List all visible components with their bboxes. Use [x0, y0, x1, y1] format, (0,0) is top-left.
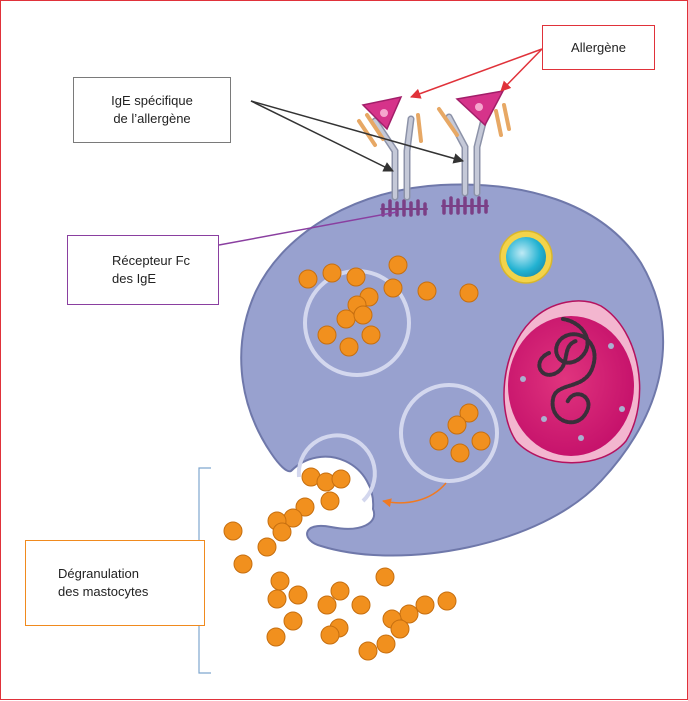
- ige-antibody-left: [357, 95, 423, 201]
- granule: [330, 581, 350, 601]
- granule: [375, 567, 395, 587]
- granule: [322, 263, 342, 283]
- label-ige-line2: de l’allergène: [113, 111, 191, 126]
- granule: [272, 522, 292, 542]
- granule: [320, 491, 340, 511]
- arrow-allergene-right: [500, 48, 543, 92]
- label-ige-specifique: IgE spécifique de l’allergène: [73, 77, 231, 143]
- line-recepteur: [218, 211, 398, 246]
- granule: [388, 255, 408, 275]
- granules: [223, 255, 491, 661]
- granule: [320, 625, 340, 645]
- granule: [358, 641, 378, 661]
- arrow-ige-left: [250, 100, 394, 172]
- ige-antibody-right: [437, 89, 511, 197]
- granule: [257, 537, 277, 557]
- label-recepteur-fc: Récepteur Fc des IgE: [67, 235, 219, 305]
- label-degranulation-line2: des mastocytes: [58, 584, 149, 599]
- granule: [298, 269, 318, 289]
- granule: [331, 469, 351, 489]
- granule: [266, 627, 286, 647]
- fc-receptor-right: [441, 196, 489, 215]
- label-degranulation: Dégranulation des mastocytes: [25, 540, 205, 626]
- granule: [417, 281, 437, 301]
- granule: [270, 571, 290, 591]
- granule: [450, 443, 470, 463]
- granule: [339, 337, 359, 357]
- granule: [223, 521, 243, 541]
- granule: [288, 585, 308, 605]
- granule: [429, 431, 449, 451]
- label-allergene-text: Allergène: [571, 39, 626, 55]
- granule: [437, 591, 457, 611]
- chromatin: [537, 317, 597, 425]
- granule: [351, 595, 371, 615]
- label-recepteur-line1: Récepteur Fc: [112, 253, 191, 268]
- label-allergene: Allergène: [542, 25, 655, 70]
- granule: [233, 554, 253, 574]
- granule: [390, 619, 410, 639]
- granule: [459, 283, 479, 303]
- granule: [361, 325, 381, 345]
- granule: [383, 278, 403, 298]
- label-recepteur-line2: des IgE: [112, 271, 157, 286]
- granule: [376, 634, 396, 654]
- granule: [267, 589, 287, 609]
- label-degranulation-line1: Dégranulation: [58, 566, 139, 581]
- arrow-allergene-left: [410, 48, 543, 99]
- granule: [447, 415, 467, 435]
- fc-receptor-left: [380, 199, 428, 217]
- granule: [295, 497, 315, 517]
- fusing-vesicle: [296, 433, 377, 503]
- granule: [415, 595, 435, 615]
- granule: [317, 325, 337, 345]
- arrow-ige-right: [250, 100, 465, 164]
- granule: [317, 595, 337, 615]
- granule: [346, 267, 366, 287]
- granule: [336, 309, 356, 329]
- granule: [353, 305, 373, 325]
- granule: [459, 403, 479, 423]
- granule: [283, 611, 303, 631]
- vacuole-core: [506, 237, 546, 277]
- label-ige-line1: IgE spécifique: [111, 93, 193, 108]
- granule: [471, 431, 491, 451]
- arrow-exocytose: [382, 482, 447, 508]
